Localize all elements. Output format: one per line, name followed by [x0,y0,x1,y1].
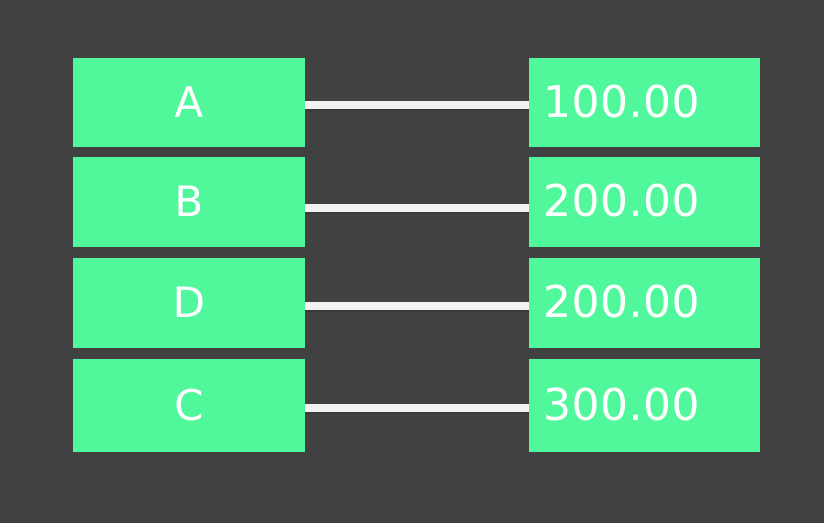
sankey-source-node-b[interactable]: B [73,157,305,247]
sankey-link[interactable] [305,302,529,310]
sankey-source-node-label: B [174,177,204,226]
sankey-target-node-label: 100.00 [543,76,700,128]
sankey-target-node-v200b[interactable]: 200.00 [529,258,760,348]
sankey-link[interactable] [305,404,529,412]
sankey-link[interactable] [305,204,529,212]
sankey-source-node-a[interactable]: A [73,58,305,147]
sankey-link-shadow [305,212,529,214]
sankey-link-shadow [305,412,529,414]
sankey-source-node-label: C [174,380,204,430]
sankey-link-shadow [305,109,529,111]
sankey-link-shadow [305,310,529,312]
sankey-target-node-label: 200.00 [543,277,700,328]
sankey-source-node-c[interactable]: C [73,359,305,452]
sankey-target-node-label: 300.00 [543,379,700,431]
sankey-source-node-label: A [174,77,204,127]
sankey-source-node-label: D [172,278,206,327]
sankey-target-node-v300[interactable]: 300.00 [529,359,760,452]
sankey-target-node-v100[interactable]: 100.00 [529,58,760,147]
sankey-target-node-v200a[interactable]: 200.00 [529,157,760,247]
sankey-source-node-d[interactable]: D [73,258,305,348]
sankey-link[interactable] [305,101,529,109]
sankey-target-node-label: 200.00 [543,176,700,227]
